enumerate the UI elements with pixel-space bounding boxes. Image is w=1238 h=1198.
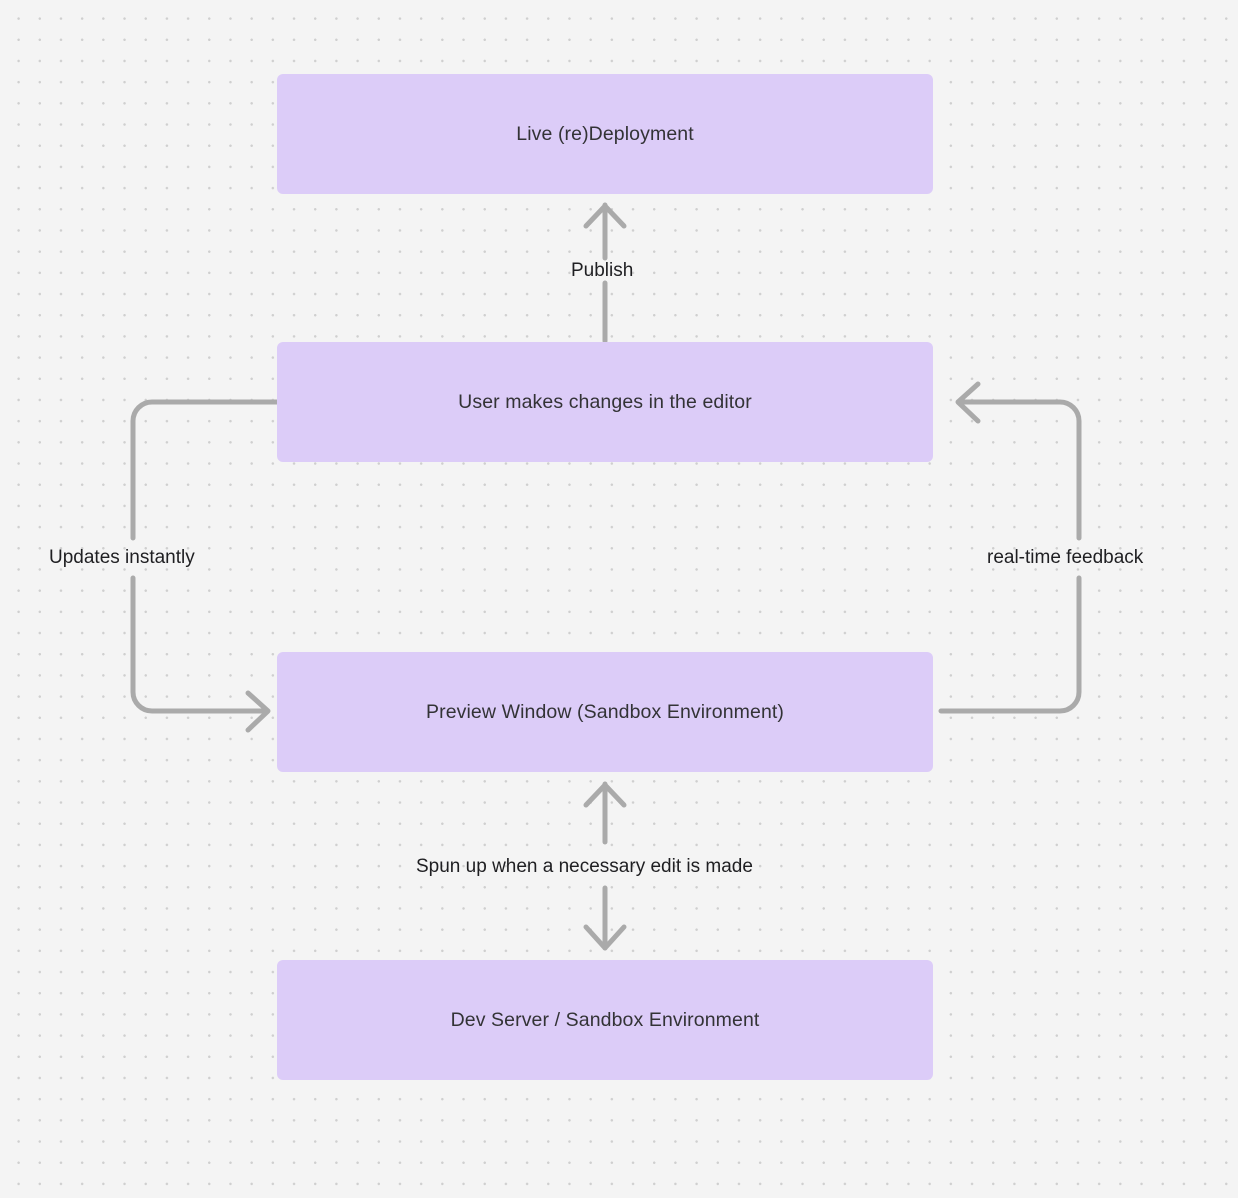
edge-real-time-feedback-upper-path: [958, 399, 1082, 541]
edge-real-time-feedback-arrowhead-left: [955, 381, 981, 424]
node-preview-window[interactable]: Preview Window (Sandbox Environment): [277, 652, 933, 772]
node-dev-server-label: Dev Server / Sandbox Environment: [450, 1008, 760, 1031]
edge-label-publish: Publish: [571, 260, 634, 281]
edge-spun-up-arrowhead-up: [583, 782, 627, 808]
node-user-edits-label: User makes changes in the editor: [458, 390, 752, 413]
node-preview-window-label: Preview Window (Sandbox Environment): [426, 700, 784, 723]
edge-label-real-time-feedback: real-time feedback: [987, 547, 1144, 568]
edge-spun-up-arrowhead-down: [583, 924, 627, 951]
node-user-edits[interactable]: User makes changes in the editor: [277, 342, 933, 462]
edge-real-time-feedback-lower-path: [938, 575, 1082, 714]
edge-label-spun-up: Spun up when a necessary edit is made: [416, 856, 753, 877]
edge-updates-instantly-arrowhead-right: [245, 690, 271, 733]
node-live-deployment[interactable]: Live (re)Deployment: [277, 74, 933, 194]
edge-publish-arrowhead-up: [583, 203, 627, 229]
node-dev-server[interactable]: Dev Server / Sandbox Environment: [277, 960, 933, 1080]
edge-updates-instantly-upper-path: [130, 399, 280, 541]
edge-label-updates-instantly: Updates instantly: [49, 547, 195, 568]
edge-updates-instantly-lower-path: [130, 575, 269, 714]
node-live-deployment-label: Live (re)Deployment: [516, 122, 694, 145]
